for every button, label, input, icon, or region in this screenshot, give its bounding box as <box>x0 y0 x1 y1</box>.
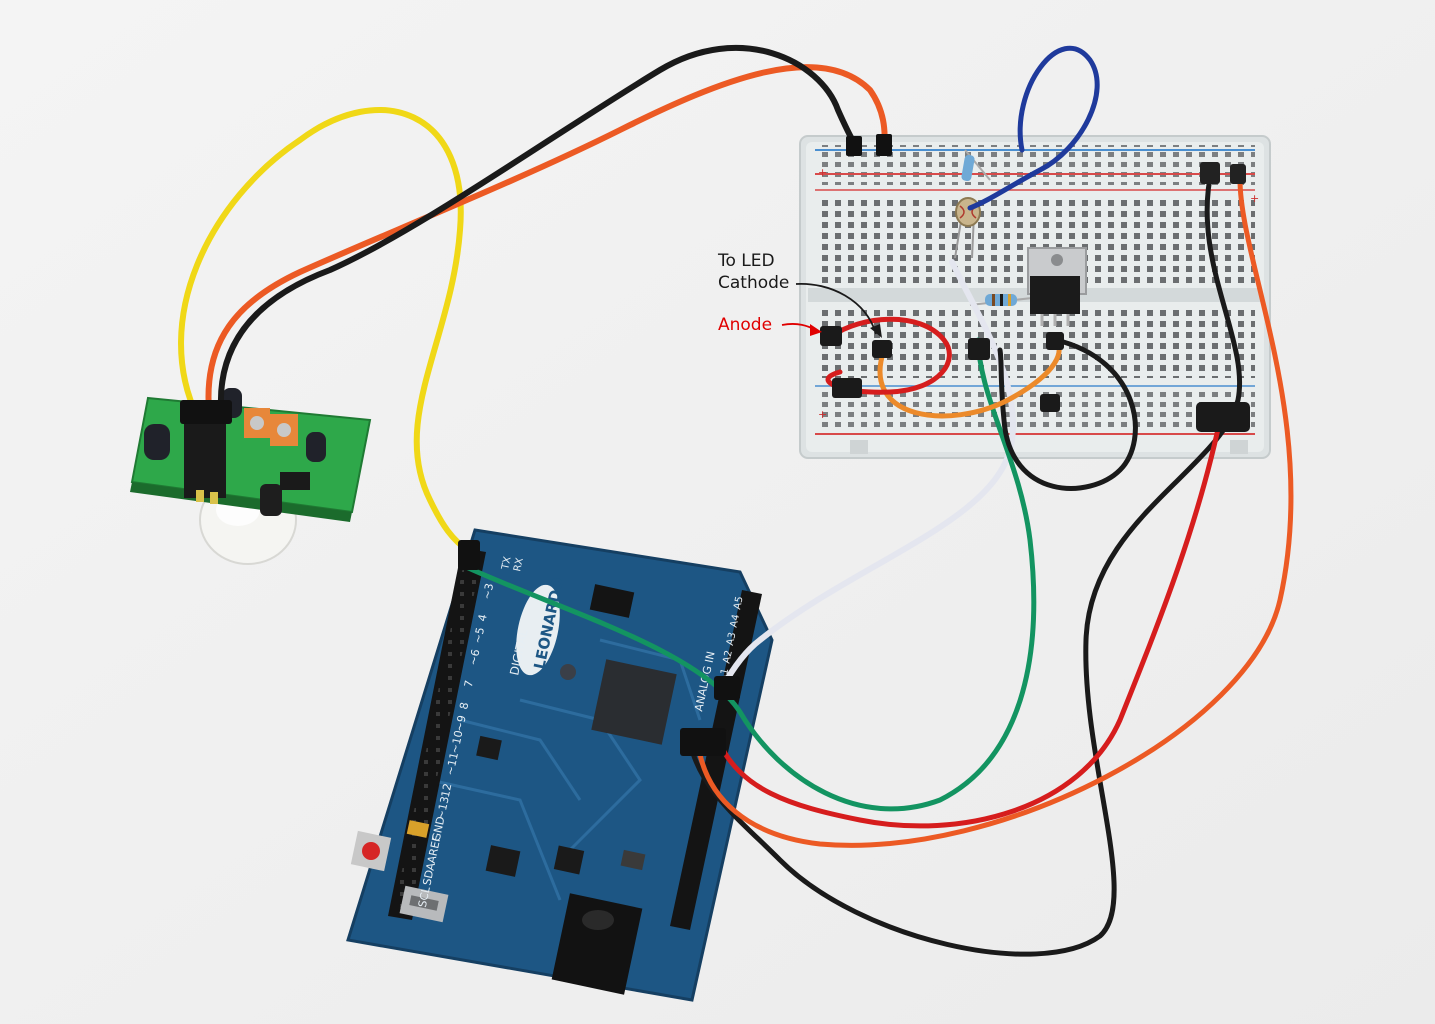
cathode-label-line1: To LED <box>717 251 775 271</box>
svg-text:+: + <box>818 408 827 421</box>
pin-label: 12 <box>439 782 455 798</box>
board-tx-label: TX <box>500 556 514 572</box>
pin-label: ~9 <box>453 714 469 733</box>
voltage-regulator <box>1027 247 1087 326</box>
pin-label: ~11 <box>443 751 461 776</box>
cathode-arrow <box>795 283 877 335</box>
svg-text:+: + <box>818 166 827 179</box>
cathode-annotation: To LED Cathode <box>717 251 882 338</box>
pin-label: 8 <box>457 701 471 711</box>
pin-label: AREF <box>425 834 444 865</box>
analog-pin-label: A5 <box>732 595 746 610</box>
resistor <box>969 294 1033 306</box>
anode-annotation: Anode <box>718 315 822 336</box>
pin-label: ~13 <box>434 795 452 820</box>
pin-label: SCL <box>416 885 433 909</box>
pin-label: 4 <box>476 613 490 623</box>
pin-label: SDA <box>420 861 438 886</box>
anode-label: Anode <box>718 315 772 335</box>
wire-connectors <box>180 134 1250 756</box>
wires <box>178 44 1294 957</box>
pin-label: ~10 <box>448 729 466 754</box>
analog-pin-label: A3 <box>725 631 739 646</box>
pin-label: GND <box>430 815 448 842</box>
analog-pin-label: A2 <box>721 649 735 664</box>
board-rx-label: RX <box>512 557 526 573</box>
pir-motion-sensor <box>130 388 372 565</box>
svg-text:+: + <box>1250 192 1259 205</box>
arduino-leonardo-board: LEONARDO DIGITAL ANALOG IN TX RX ~34~5~6… <box>346 528 774 1002</box>
resistor <box>961 149 991 182</box>
pin-label: ~5 <box>471 626 487 645</box>
analog-pin-label: A4 <box>729 613 743 628</box>
pin-label: ~3 <box>480 582 496 601</box>
cathode-label-line2: Cathode <box>718 273 789 293</box>
pin-label: 7 <box>462 679 476 689</box>
pin-label: ~6 <box>466 648 482 667</box>
